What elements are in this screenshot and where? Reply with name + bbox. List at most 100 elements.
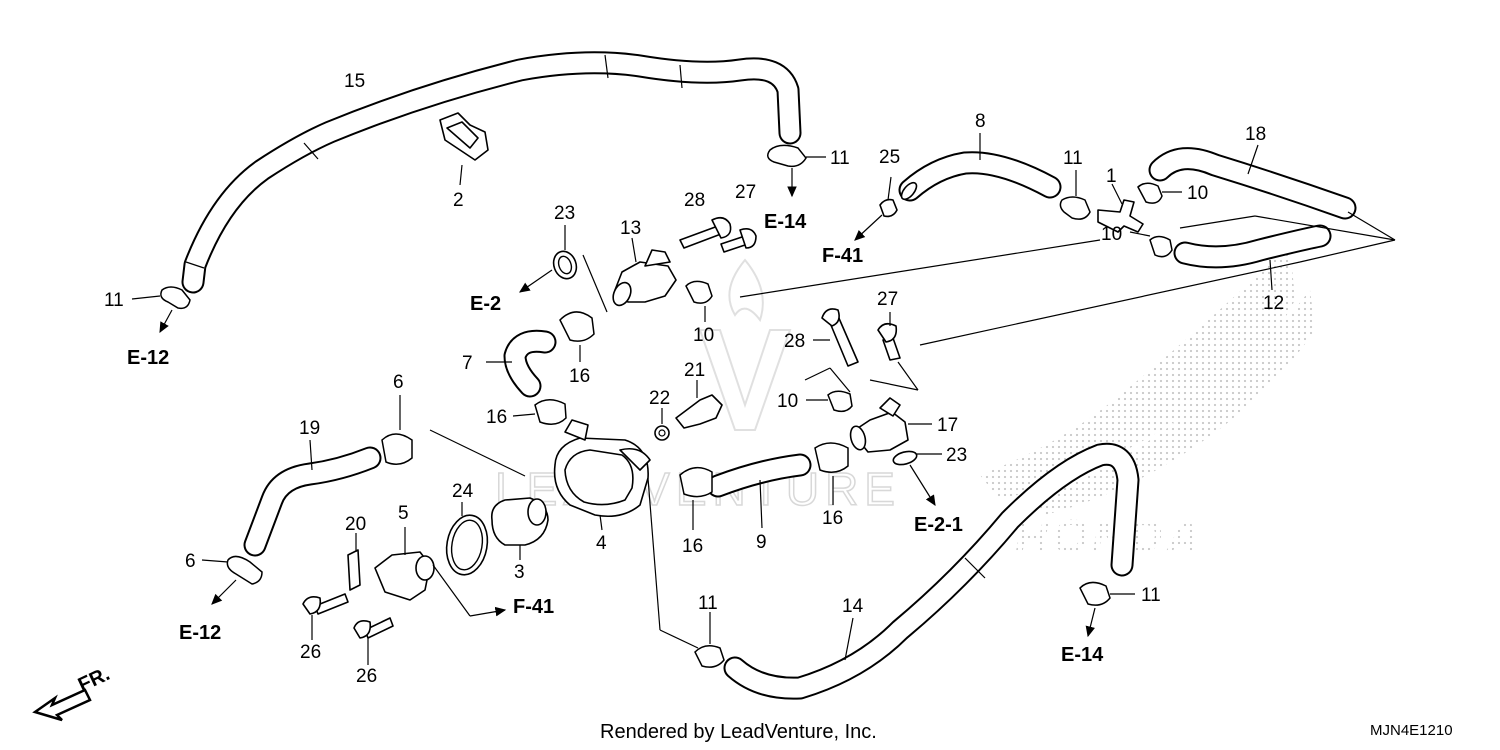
thermostat-housing-4 (429, 419, 699, 649)
callout-3: 3 (514, 562, 525, 583)
o-ring-23-top (519, 225, 578, 293)
callout-2: 2 (453, 190, 464, 211)
bolt-28-center (813, 308, 859, 367)
callout-numbers: 1 2 3 4 5 6 6 7 8 9 10 10 10 10 11 11 11… (104, 71, 1284, 687)
callout-6-bottom: 6 (185, 551, 196, 572)
callout-11-bottom-right: 11 (1141, 585, 1161, 606)
diagram-code: MJN4E1210 (1370, 722, 1453, 739)
bolt-28-top (679, 216, 732, 249)
callout-9: 9 (756, 532, 767, 553)
o-ring-23-right (892, 450, 942, 507)
sensor-5 (374, 527, 507, 617)
ref-f41-top: F-41 (822, 245, 863, 267)
hose-clamp-11-top (767, 144, 826, 198)
washer-22 (654, 408, 670, 441)
hose-14 (723, 442, 1140, 700)
hose-clamp-10-top-right (1137, 182, 1182, 204)
callout-28-center: 28 (784, 331, 805, 352)
joint-13 (582, 237, 677, 313)
hose-clamp-6-top (381, 395, 413, 465)
callout-26-b: 26 (356, 666, 377, 687)
callout-15: 15 (344, 71, 365, 92)
callout-8: 8 (975, 111, 986, 132)
joint-17 (849, 397, 932, 453)
hose-18 (1148, 144, 1396, 241)
hose-clamp-10-lower-center (806, 390, 853, 413)
reference-labels: E-12 E-14 F-41 E-2 E-12 F-41 E-2-1 E-14 (127, 211, 1104, 666)
callout-11-bottom: 11 (698, 593, 718, 614)
temperature-sensor-21 (675, 380, 723, 429)
front-direction-arrow: FR. (32, 663, 113, 722)
t-joint-1 (1097, 183, 1144, 233)
ref-e12-top: E-12 (127, 347, 169, 369)
callout-14: 14 (842, 596, 864, 617)
callout-7: 7 (462, 353, 473, 374)
hose-7 (486, 329, 557, 398)
bolt-26-a (302, 593, 349, 640)
callout-11-topleft: 11 (104, 290, 124, 311)
callout-27-top: 27 (735, 182, 756, 203)
callout-18: 18 (1245, 124, 1266, 145)
ref-e14-top: E-14 (764, 211, 807, 233)
callout-16-a: 16 (569, 366, 590, 387)
hose-9 (706, 453, 812, 529)
hose-clamp-16-d (814, 442, 849, 505)
hose-clamp-16-c (679, 466, 713, 530)
ref-e21: E-2-1 (914, 514, 963, 536)
callout-17: 17 (937, 415, 958, 436)
hose-12 (739, 215, 1396, 346)
callout-23-top: 23 (554, 203, 575, 224)
bolt-26-b (353, 617, 394, 665)
thermostat-3 (490, 497, 549, 560)
ref-e12-bottom: E-12 (179, 622, 221, 644)
hose-clamp-10-lower-right (1129, 231, 1173, 258)
ref-e14-bottom: E-14 (1061, 644, 1104, 666)
callout-23-right: 23 (946, 445, 967, 466)
callout-28-top: 28 (684, 190, 705, 211)
callout-12: 12 (1263, 293, 1284, 314)
hose-clamp-11-right (1059, 170, 1091, 220)
ref-f41-bottom: F-41 (513, 596, 554, 618)
bracket-20 (347, 533, 361, 591)
hose-clamp-10-center (685, 280, 713, 322)
o-ring-24 (445, 502, 489, 576)
callout-27-center: 27 (877, 289, 898, 310)
clip-25 (854, 176, 898, 241)
hose-clamp-11-bottom-right (1079, 581, 1135, 638)
hose-19 (243, 439, 382, 557)
callout-25: 25 (879, 147, 900, 168)
callout-20: 20 (345, 514, 366, 535)
hose-clamp-11-bottom (694, 612, 725, 668)
callout-6-top: 6 (393, 372, 404, 393)
callout-22: 22 (649, 388, 670, 409)
callout-1: 1 (1106, 166, 1117, 187)
callout-4: 4 (596, 533, 607, 554)
callout-16-d: 16 (822, 508, 843, 529)
leader-triangle (804, 361, 919, 393)
clip-2 (439, 112, 489, 186)
callout-11-right: 11 (1063, 148, 1083, 169)
background-honda-text: HONDA (1015, 510, 1204, 562)
callout-5: 5 (398, 503, 409, 524)
callout-24: 24 (452, 481, 474, 502)
callout-10-top-right: 10 (1187, 183, 1208, 204)
callout-10-lower-center: 10 (777, 391, 798, 412)
callout-19: 19 (299, 418, 320, 439)
hose-clamp-16-b (512, 399, 567, 425)
hose-clamp-16-a (559, 311, 595, 362)
ref-e2: E-2 (470, 293, 501, 315)
hose-clamp-11-topleft (131, 286, 191, 334)
callout-26-a: 26 (300, 642, 321, 663)
hose-8 (898, 133, 1062, 202)
bolt-27-top (720, 228, 757, 253)
callout-13: 13 (620, 218, 641, 239)
callout-16-b: 16 (486, 407, 507, 428)
callout-16-c: 16 (682, 536, 703, 557)
bolt-27-center (877, 312, 901, 361)
rendered-by-credit: Rendered by LeadVenture, Inc. (600, 721, 877, 743)
callout-11-top: 11 (830, 148, 850, 169)
callout-10-center: 10 (693, 325, 714, 346)
hose-clamp-6-bottom (201, 555, 263, 605)
callout-10-lower-right: 10 (1101, 224, 1122, 245)
